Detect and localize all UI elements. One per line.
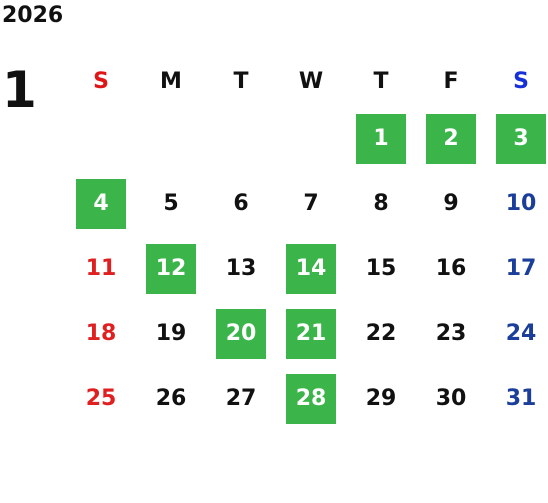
calendar-year: 2026 xyxy=(2,3,64,28)
day-number: 22 xyxy=(365,321,397,346)
day-number: 26 xyxy=(155,386,187,411)
calendar-month: 1 xyxy=(2,61,37,119)
day-number: 2 xyxy=(426,113,476,164)
day-number: 25 xyxy=(85,386,117,411)
day-number: 4 xyxy=(76,178,126,229)
day-number: 10 xyxy=(505,191,537,216)
day-number: 23 xyxy=(435,321,467,346)
day-number: 21 xyxy=(286,308,336,359)
day-cell[interactable]: 30 xyxy=(416,366,486,431)
day-number: 5 xyxy=(163,191,179,216)
day-cell[interactable]: 27 xyxy=(206,366,276,431)
day-number: 20 xyxy=(216,308,266,359)
day-number: 29 xyxy=(365,386,397,411)
day-number: 12 xyxy=(146,243,196,294)
weekday-header-friday: F xyxy=(443,68,459,94)
day-number: 8 xyxy=(373,191,389,216)
day-number: 11 xyxy=(85,256,117,281)
day-cell[interactable]: 15 xyxy=(346,236,416,301)
day-number: 6 xyxy=(233,191,249,216)
day-number: 30 xyxy=(435,386,467,411)
day-cell[interactable]: 29 xyxy=(346,366,416,431)
day-cell-holiday[interactable]: 3 xyxy=(486,106,548,171)
day-cell[interactable]: 16 xyxy=(416,236,486,301)
day-cell-holiday[interactable]: 2 xyxy=(416,106,486,171)
day-cell[interactable]: 23 xyxy=(416,301,486,366)
day-cell[interactable]: 13 xyxy=(206,236,276,301)
day-number: 13 xyxy=(225,256,257,281)
weekday-header-monday: M xyxy=(160,68,182,94)
day-cell-holiday[interactable]: 14 xyxy=(276,236,346,301)
day-cell[interactable]: 26 xyxy=(136,366,206,431)
day-cell[interactable]: 9 xyxy=(416,171,486,236)
day-number: 24 xyxy=(505,321,537,346)
day-cell-holiday[interactable]: 1 xyxy=(346,106,416,171)
day-number: 31 xyxy=(505,386,537,411)
day-cell[interactable]: 18 xyxy=(66,301,136,366)
empty-day-cell xyxy=(206,106,276,171)
day-cell-holiday[interactable]: 4 xyxy=(66,171,136,236)
empty-day-cell xyxy=(136,106,206,171)
day-cell[interactable]: 11 xyxy=(66,236,136,301)
empty-day-cell xyxy=(276,106,346,171)
day-cell[interactable]: 31 xyxy=(486,366,548,431)
day-number: 9 xyxy=(443,191,459,216)
day-cell-holiday[interactable]: 12 xyxy=(136,236,206,301)
day-number: 7 xyxy=(303,191,319,216)
day-cell[interactable]: 19 xyxy=(136,301,206,366)
weekday-header-sunday: S xyxy=(93,68,109,94)
day-number: 27 xyxy=(225,386,257,411)
day-cell[interactable]: 25 xyxy=(66,366,136,431)
day-cell-holiday[interactable]: 20 xyxy=(206,301,276,366)
day-number: 28 xyxy=(286,373,336,424)
weekday-header-thursday: T xyxy=(373,68,389,94)
day-number: 16 xyxy=(435,256,467,281)
weekday-header-wednesday: W xyxy=(298,68,324,94)
day-number: 15 xyxy=(365,256,397,281)
day-cell[interactable]: 5 xyxy=(136,171,206,236)
empty-day-cell xyxy=(66,106,136,171)
day-number: 1 xyxy=(356,113,406,164)
day-cell[interactable]: 22 xyxy=(346,301,416,366)
day-number: 19 xyxy=(155,321,187,346)
weekday-header-saturday: S xyxy=(513,68,529,94)
day-cell[interactable]: 6 xyxy=(206,171,276,236)
day-cell[interactable]: 10 xyxy=(486,171,548,236)
day-cell[interactable]: 7 xyxy=(276,171,346,236)
day-cell-holiday[interactable]: 28 xyxy=(276,366,346,431)
day-cell[interactable]: 8 xyxy=(346,171,416,236)
day-cell[interactable]: 17 xyxy=(486,236,548,301)
day-number: 3 xyxy=(496,113,546,164)
day-cell[interactable]: 24 xyxy=(486,301,548,366)
weekday-header-tuesday: T xyxy=(233,68,249,94)
day-number: 14 xyxy=(286,243,336,294)
day-number: 18 xyxy=(85,321,117,346)
day-number: 17 xyxy=(505,256,537,281)
day-cell-holiday[interactable]: 21 xyxy=(276,301,346,366)
